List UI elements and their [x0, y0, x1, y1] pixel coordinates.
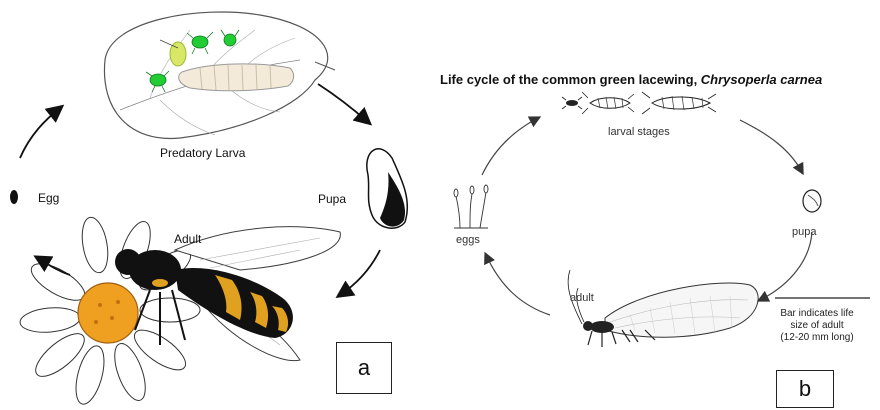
- arrow-eggs-to-larvae: [482, 118, 538, 175]
- label-predatory-larva: Predatory Larva: [160, 146, 245, 160]
- pupa-b-illustration: [803, 190, 821, 212]
- panel-b-letter-box: b: [776, 370, 834, 408]
- larval-stages-illustration: [562, 92, 716, 114]
- life-size-note: Bar indicates life size of adult (12-20 …: [768, 308, 866, 344]
- life-size-note-line-3: (12-20 mm long): [768, 332, 866, 344]
- pupa-illustration: [367, 149, 408, 228]
- label-adult-b: adult: [570, 292, 594, 304]
- panel-a-hoverfly-cycle: Predatory Larva Pupa Adult Egg a: [0, 0, 430, 410]
- title-plain: Life cycle of the common green lacewing,: [440, 72, 701, 87]
- panel-a-letter-box: a: [336, 342, 392, 394]
- panel-b-cycle-arrows: [482, 118, 812, 315]
- arrow-larvae-to-pupa: [740, 120, 802, 172]
- label-egg: Egg: [38, 191, 59, 205]
- egg-illustration: [10, 190, 18, 204]
- label-adult: Adult: [174, 232, 201, 246]
- label-larval-stages: larval stages: [608, 126, 670, 138]
- life-size-note-line-2: size of adult: [768, 320, 866, 332]
- arrow-pupa-to-adult: [340, 250, 380, 295]
- arrow-egg-to-larva: [20, 108, 60, 158]
- label-eggs: eggs: [456, 234, 480, 246]
- title-species: Chrysoperla carnea: [701, 72, 822, 87]
- daisy-flower: [19, 215, 200, 407]
- panel-b-drawing: [430, 0, 880, 410]
- lacewing-adult-illustration: [568, 270, 758, 347]
- label-pupa-b: pupa: [792, 226, 816, 238]
- arrow-pupa-to-adult: [760, 232, 812, 300]
- panel-b-lacewing-cycle: Life cycle of the common green lacewing,…: [430, 0, 880, 410]
- life-size-note-line-1: Bar indicates life: [768, 308, 866, 320]
- panel-b-title: Life cycle of the common green lacewing,…: [440, 72, 822, 87]
- arrow-adult-to-eggs: [486, 255, 550, 315]
- label-pupa: Pupa: [318, 192, 346, 206]
- arrow-larva-to-pupa: [318, 84, 368, 122]
- eggs-illustration: [454, 185, 488, 228]
